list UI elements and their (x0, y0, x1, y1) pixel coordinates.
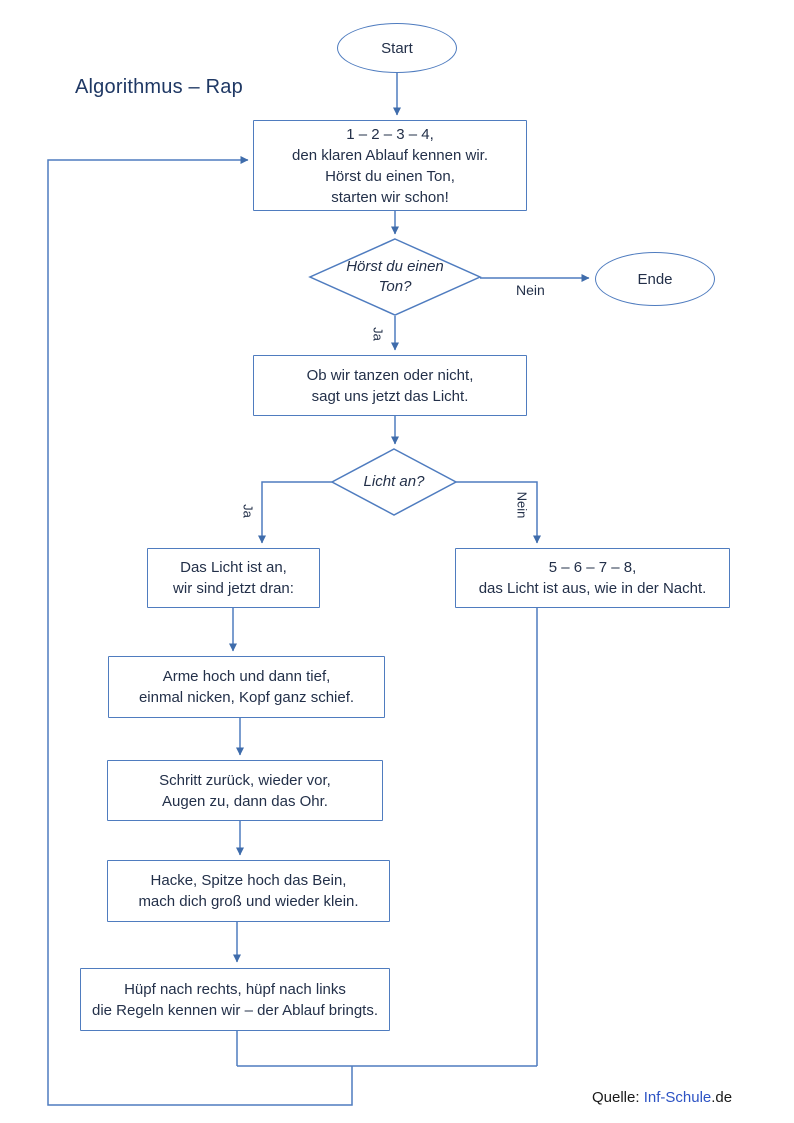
edge-label-nein-ende: Nein (516, 282, 545, 298)
start-terminator: Start (337, 23, 457, 73)
process-licht-an: Das Licht ist an, wir sind jetzt dran: (147, 548, 320, 608)
edge-label-nein-licht: Nein (514, 491, 530, 519)
process-hacke: Hacke, Spitze hoch das Bein, mach dich g… (107, 860, 390, 922)
edge-label-ja-ton: Ja (370, 327, 386, 341)
page-title: Algorithmus – Rap (75, 76, 243, 98)
ende-label: Ende (637, 270, 673, 288)
process-intro: 1 – 2 – 3 – 4, den klaren Ablauf kennen … (253, 120, 527, 211)
decision-ton-label: Hörst du einen Ton? (346, 258, 444, 295)
process-licht-aus: 5 – 6 – 7 – 8, das Licht ist aus, wie in… (455, 548, 730, 608)
ende-terminator: Ende (595, 252, 715, 306)
source-link[interactable]: Inf-Schule (643, 1089, 712, 1106)
process-huepf: Hüpf nach rechts, hüpf nach links die Re… (80, 968, 390, 1031)
start-label: Start (381, 39, 413, 57)
connector-decision-licht-nein-branch (456, 481, 541, 544)
process-schritt: Schritt zurück, wieder vor, Augen zu, da… (107, 760, 383, 821)
decision-licht-label: Licht an? (363, 473, 425, 490)
source-prefix: Quelle: (592, 1089, 644, 1106)
decision-licht-diamond (330, 448, 458, 516)
source-suffix: .de (711, 1089, 733, 1106)
decision-ton-diamond (308, 238, 482, 316)
edge-label-ja-licht: Ja (240, 504, 256, 518)
source-note: Quelle: Inf-Schule.de (592, 1089, 732, 1106)
process-licht-info: Ob wir tanzen oder nicht, sagt uns jetzt… (253, 355, 527, 416)
process-arme: Arme hoch und dann tief, einmal nicken, … (108, 656, 385, 718)
connector-loop-back-to-intro (47, 156, 353, 1106)
connector-decision-licht-ja-branch (258, 481, 332, 544)
